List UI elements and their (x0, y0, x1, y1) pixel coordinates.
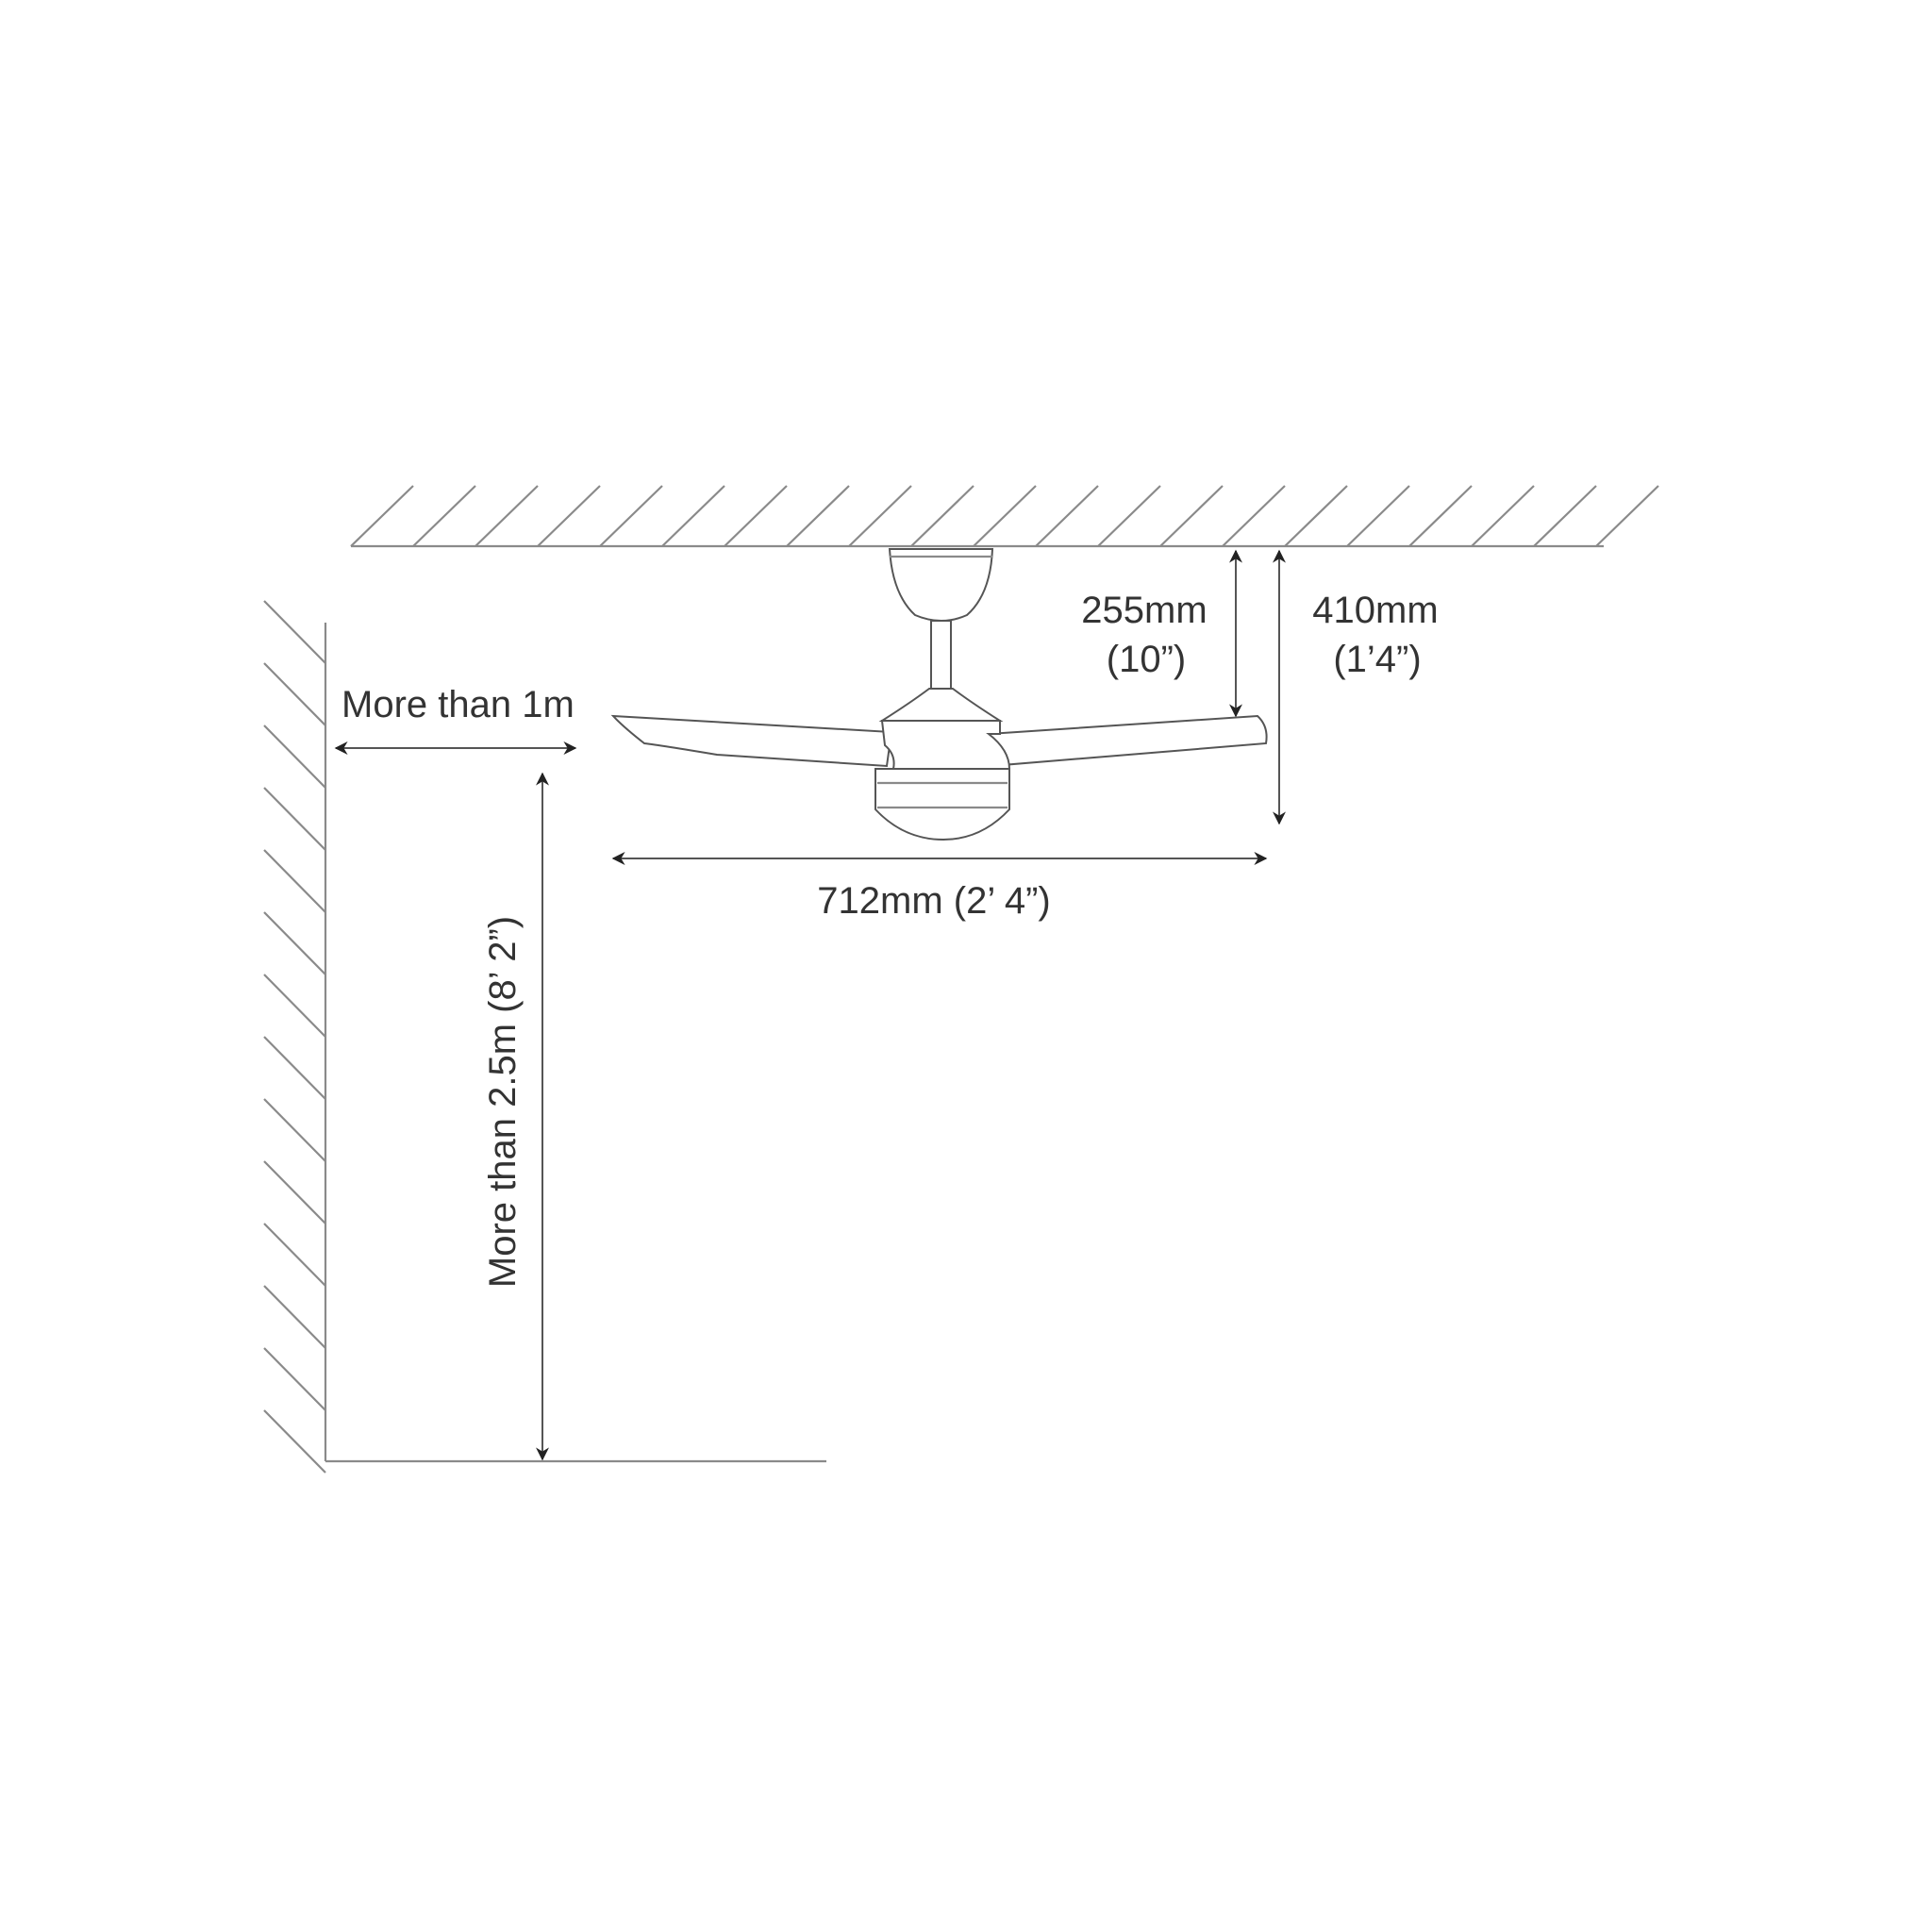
ceiling (350, 485, 1659, 548)
ceiling-hatch (1222, 485, 1286, 547)
wall-hatch (263, 1036, 326, 1100)
wall-hatch (263, 974, 326, 1038)
wall-hatch (263, 1160, 326, 1224)
ceiling-hatch (412, 485, 476, 547)
wall-hatch (263, 1223, 326, 1287)
total-height-in-label: (1’4”) (1333, 639, 1421, 680)
total-height-mm-label: 410mm (1312, 590, 1438, 631)
ceiling-hatch (599, 485, 663, 547)
ceiling-hatch (1159, 485, 1224, 547)
ceiling-hatch (786, 485, 850, 547)
ceiling-hatch (1097, 485, 1161, 547)
ceiling-hatch (661, 485, 725, 547)
wall-hatch (263, 1285, 326, 1349)
wall-hatch (263, 1347, 326, 1411)
downrod-mm-label: 255mm (1081, 590, 1207, 631)
fan-blade-right (987, 714, 1268, 768)
ceiling-hatch (1035, 485, 1099, 547)
floor-clearance-label: More than 2.5m (8’ 2”) (482, 916, 524, 1288)
fan-light-housing (874, 768, 1010, 841)
wall-hatch (263, 787, 326, 851)
ceiling-hatch (1284, 485, 1348, 547)
ceiling-hatch (848, 485, 912, 547)
wall-clearance-label: More than 1m (341, 684, 575, 725)
ceiling-hatch (973, 485, 1037, 547)
fan-downrod (930, 620, 952, 690)
ceiling-hatch (724, 485, 788, 547)
ceiling-hatch (1595, 485, 1659, 547)
wall-hatch (263, 1098, 326, 1162)
fan-motor-upper (878, 688, 1004, 722)
wall-hatch (263, 662, 326, 726)
ceiling-fan (610, 548, 1268, 841)
ceiling-hatch (537, 485, 601, 547)
fan-blade-left (610, 714, 893, 768)
wall-hatch (263, 600, 326, 664)
wall (263, 600, 327, 1474)
wall-hatch (263, 911, 326, 975)
wall-hatch (263, 1409, 326, 1474)
wall-hatch (263, 849, 326, 913)
ceiling-hatch (1533, 485, 1597, 547)
span-label: 712mm (2’ 4”) (817, 880, 1050, 922)
ceiling-hatch (1471, 485, 1535, 547)
fan-canopy (888, 548, 994, 622)
wall-hatch (263, 724, 326, 789)
ceiling-hatch (1346, 485, 1410, 547)
ceiling-hatch (910, 485, 974, 547)
downrod-in-label: (10”) (1107, 639, 1186, 680)
ceiling-hatch (475, 485, 539, 547)
ceiling-hatch (1408, 485, 1473, 547)
ceiling-hatch (350, 485, 414, 547)
fan-hub (880, 720, 1011, 770)
